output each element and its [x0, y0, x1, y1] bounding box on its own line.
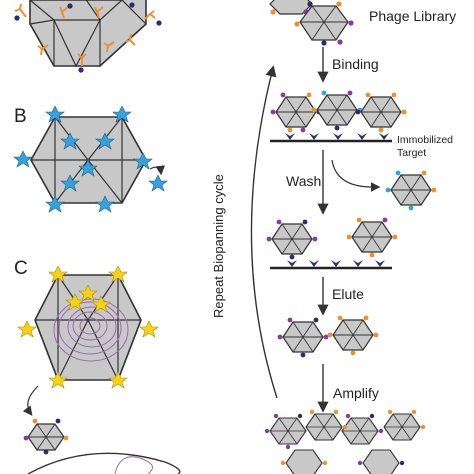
amplified-phages — [269, 413, 421, 474]
library-title: Phage Library — [369, 8, 456, 24]
panel-b-release-arrow — [149, 165, 165, 176]
binding-phage-3 — [355, 92, 407, 133]
panel-c-infection-arrow — [22, 385, 39, 416]
binding-target-receptors — [285, 133, 389, 140]
panel-a-antibody-ligands — [14, 3, 156, 66]
binding-phage-2 — [311, 90, 363, 131]
step-elute: Elute — [332, 286, 364, 302]
panel-c-host-cell — [27, 452, 181, 474]
amplified-phage-ligands — [264, 409, 426, 466]
panel-a-navy-dots — [14, 2, 162, 73]
panel-a-capsid — [29, 0, 147, 68]
washed-phage — [385, 170, 437, 211]
step-binding: Binding — [332, 56, 379, 72]
panel-b-stars — [13, 105, 168, 213]
step-amplify: Amplify — [333, 385, 379, 401]
binding-phage-1 — [270, 92, 322, 133]
cycle-label: Repeat Biopanning cycle — [211, 174, 226, 318]
eluted-phage-1 — [277, 317, 329, 358]
library-phage-2 — [294, 1, 354, 46]
eluted-phage-2 — [327, 315, 379, 356]
bound-phage-1 — [266, 219, 318, 260]
panel-b-capsid — [30, 116, 147, 204]
panel-c-stars — [17, 265, 159, 389]
wash-away-arrow — [331, 159, 381, 192]
panel-c-letter: C — [14, 258, 28, 279]
bound-phage-2 — [346, 217, 398, 258]
library-phage-1 — [269, 0, 313, 15]
wash-target-receptors — [287, 260, 385, 267]
panel-c-small-phage — [23, 418, 69, 455]
target-label-line1: Immobilized — [397, 134, 453, 146]
step-wash: Wash — [286, 173, 321, 189]
panel-b-letter: B — [14, 106, 27, 127]
target-label-line2: Target — [397, 147, 426, 159]
repeat-cycle-arrow — [250, 65, 278, 399]
